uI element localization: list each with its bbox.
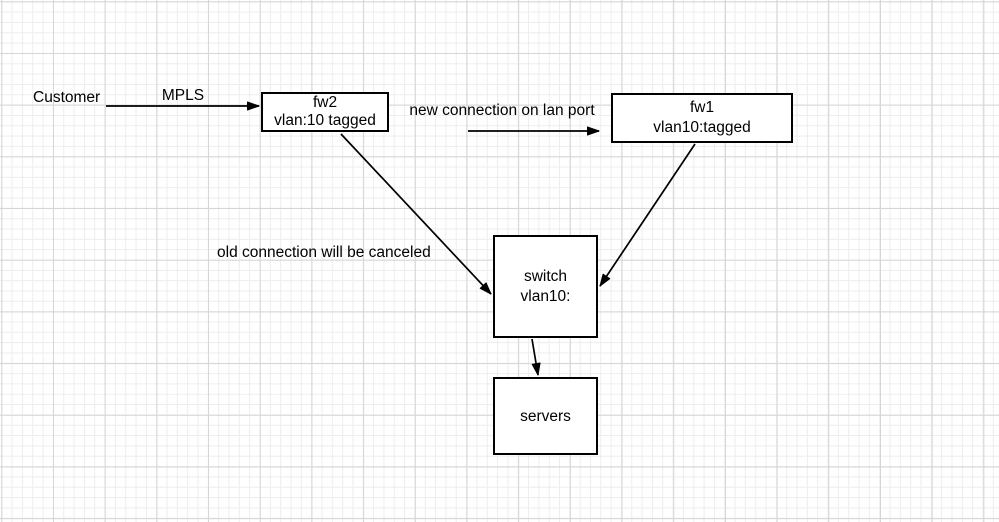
node-fw2-title: fw2 (312, 94, 338, 111)
node-fw1-title: fw1 (689, 99, 715, 116)
customer-label[interactable]: Customer (33, 89, 101, 106)
edge-fw1-to-switch[interactable] (599, 143, 696, 287)
node-servers[interactable]: servers (493, 377, 598, 455)
node-servers-title: servers (520, 407, 571, 425)
node-switch[interactable]: switch vlan10: (493, 235, 598, 338)
node-fw1-subtitle: vlan10:tagged (653, 119, 751, 136)
edge-switch-to-servers[interactable] (531, 338, 541, 376)
new-connection-edge-label[interactable]: new connection on lan port (409, 102, 595, 119)
node-fw2[interactable]: fw2 vlan:10 tagged (261, 92, 389, 132)
node-switch-subtitle: vlan10: (520, 287, 571, 305)
old-connection-edge-label[interactable]: old connection will be canceled (217, 244, 431, 261)
edge-fw2-to-switch[interactable] (340, 133, 492, 295)
node-fw2-subtitle: vlan:10 tagged (274, 112, 376, 129)
mpls-edge-label[interactable]: MPLS (161, 87, 205, 104)
node-switch-title: switch (523, 267, 568, 285)
node-fw1[interactable]: fw1 vlan10:tagged (611, 93, 793, 143)
